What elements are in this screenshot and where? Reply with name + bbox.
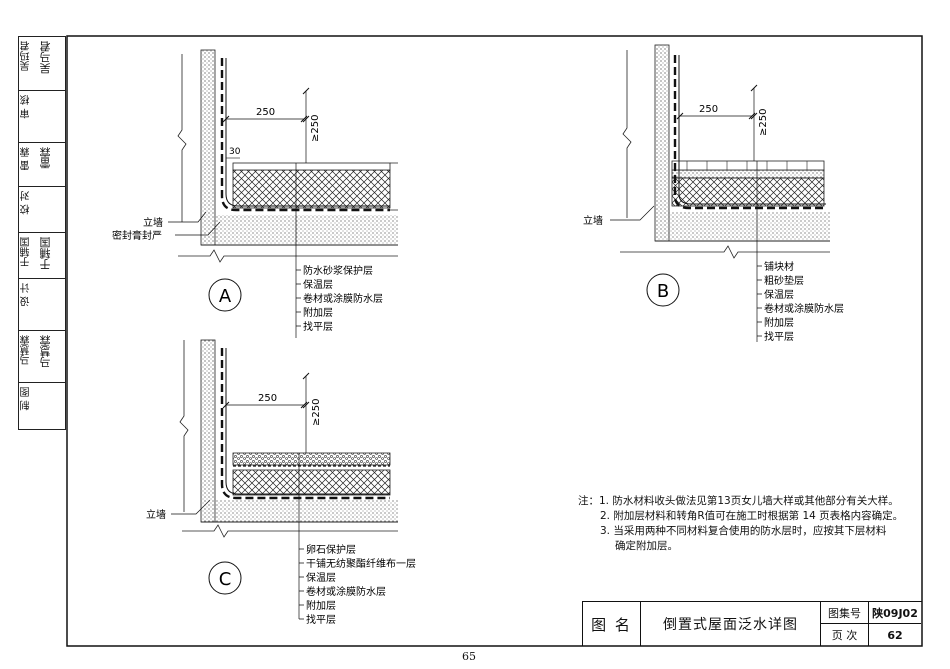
detail-c-label-wall: 立墙 [146,508,166,521]
detail-c-layer-2: 保温层 [306,571,336,584]
title-label-name: 图 名 [583,602,641,646]
stamp-role: 雷 霖 [21,147,32,171]
detail-b-circle-label: B [657,281,669,302]
stamp-role: 于辅国 [21,237,32,267]
sheet-frame [66,35,923,647]
detail-c-layer-0: 卵石保护层 [306,543,356,556]
title-label-page: 页 次 [821,624,869,646]
stamp-cell: 校 对 [19,187,65,233]
detail-c: C 250 ≥250 立墙 卵石保护层 干铺无纺聚酯纤维布一层 保温层 卷材或涂… [146,339,416,626]
stamp-signature: 吴马君 [39,41,52,74]
stamp-role: 校 对 [21,191,32,215]
stamp-cell: 吴玛君 吴马君 [19,37,65,91]
title-label-atlas: 图集号 [821,602,869,624]
detail-a-circle [208,278,242,312]
stamp-cell: 雷 霖 雷霖 [19,143,65,187]
detail-a-dim-vertical: ≥250 [310,115,321,142]
stamp-cell: 设 计 [19,279,65,331]
detail-a-layer-1: 保温层 [303,278,333,291]
detail-a-dim-horizontal: 250 [256,107,275,118]
detail-a-layer-3: 附加层 [303,306,333,319]
detail-c-dim-horizontal: 250 [258,393,277,404]
note-line-4: 确定附加层。 [578,539,903,554]
detail-b-layer-3: 卷材或涂膜防水层 [764,302,844,315]
detail-a: A 250 ≥250 30 立墙 密封膏封严 防水砂浆保护层 保温层 卷材或涂膜… [112,49,398,338]
detail-c-layer-5: 找平层 [306,613,336,626]
detail-a-layer-0: 防水砂浆保护层 [303,264,373,277]
note-item: 2. 附加层材料和转角R值可在施工时根据第 14 页表格内容确定。 [600,510,904,522]
stamp-cell: 审 核 [19,91,65,143]
detail-b: B 250 ≥250 立墙 铺块材 粗砂垫层 保温层 卷材或涂膜防水层 附加层 … [583,44,844,343]
detail-a-dim-corner: 30 [229,147,241,157]
note-line-3: 3. 当采用两种不同材料复合使用的防水层时，应按其下层材料 [578,524,903,539]
stamp-signature: 于辅国 [39,237,52,270]
detail-a-label-wall: 立墙 [143,216,163,229]
note-line-2: 2. 附加层材料和转角R值可在施工时根据第 14 页表格内容确定。 [578,509,903,524]
drawing-title: 倒置式屋面泛水详图 [641,602,821,646]
detail-b-circle [646,273,680,307]
detail-a-label-sealant: 密封膏封严 [112,229,162,242]
detail-b-layer-0: 铺块材 [764,260,794,273]
detail-b-layer-2: 保温层 [764,288,794,301]
detail-c-circle-label: C [219,569,232,590]
stamp-signature: 马慧霖 [39,335,52,368]
detail-c-layer-1: 干铺无纺聚酯纤维布一层 [306,557,416,570]
stamp-cell: 制 图 [19,383,65,429]
title-block: 图 名 倒置式屋面泛水详图 图集号 陕09J02 页 次 62 [582,601,922,646]
stamp-signature: 雷霖 [39,147,52,169]
detail-c-layer-4: 附加层 [306,599,336,612]
detail-c-dim-vertical: ≥250 [311,399,322,426]
detail-a-layer-2: 卷材或涂膜防水层 [303,292,383,305]
detail-b-layer-5: 找平层 [764,330,794,343]
detail-b-layer-4: 附加层 [764,316,794,329]
notes-block: 注：1. 防水材料收头做法见第13页女儿墙大样或其他部分有关大样。 2. 附加层… [578,494,903,554]
stamp-role: 制 图 [21,387,32,411]
note-item: 确定附加层。 [615,540,678,552]
stamp-cell: 马慧霖 马慧霖 [19,331,65,383]
note-item: 1. 防水材料收头做法见第13页女儿墙大样或其他部分有关大样。 [599,495,899,507]
detail-c-circle [208,561,242,595]
detail-b-dim-vertical: ≥250 [758,109,769,136]
atlas-number: 陕09J02 [869,602,921,624]
page-number: 65 [462,650,476,663]
stamp-role: 设 计 [21,283,32,307]
notes-prefix: 注： [578,495,599,507]
approval-stamp-column: 吴玛君 吴马君 审 核 雷 霖 雷霖 校 对 于辅国 于辅国 设 计 马慧霖 马… [18,36,66,430]
detail-a-layer-4: 找平层 [303,320,333,333]
stamp-role: 马慧霖 [21,335,32,365]
detail-b-dim-horizontal: 250 [699,104,718,115]
note-item: 3. 当采用两种不同材料复合使用的防水层时，应按其下层材料 [600,525,887,537]
stamp-cell: 于辅国 于辅国 [19,233,65,279]
detail-b-label-wall: 立墙 [583,214,603,227]
note-line-1: 注：1. 防水材料收头做法见第13页女儿墙大样或其他部分有关大样。 [578,494,903,509]
stamp-role: 吴玛君 [21,41,32,71]
page-value: 62 [887,628,903,642]
detail-a-circle-label: A [219,286,232,307]
detail-b-layer-1: 粗砂垫层 [764,274,804,287]
stamp-role: 审 核 [21,95,32,119]
detail-c-layer-3: 卷材或涂膜防水层 [306,585,386,598]
